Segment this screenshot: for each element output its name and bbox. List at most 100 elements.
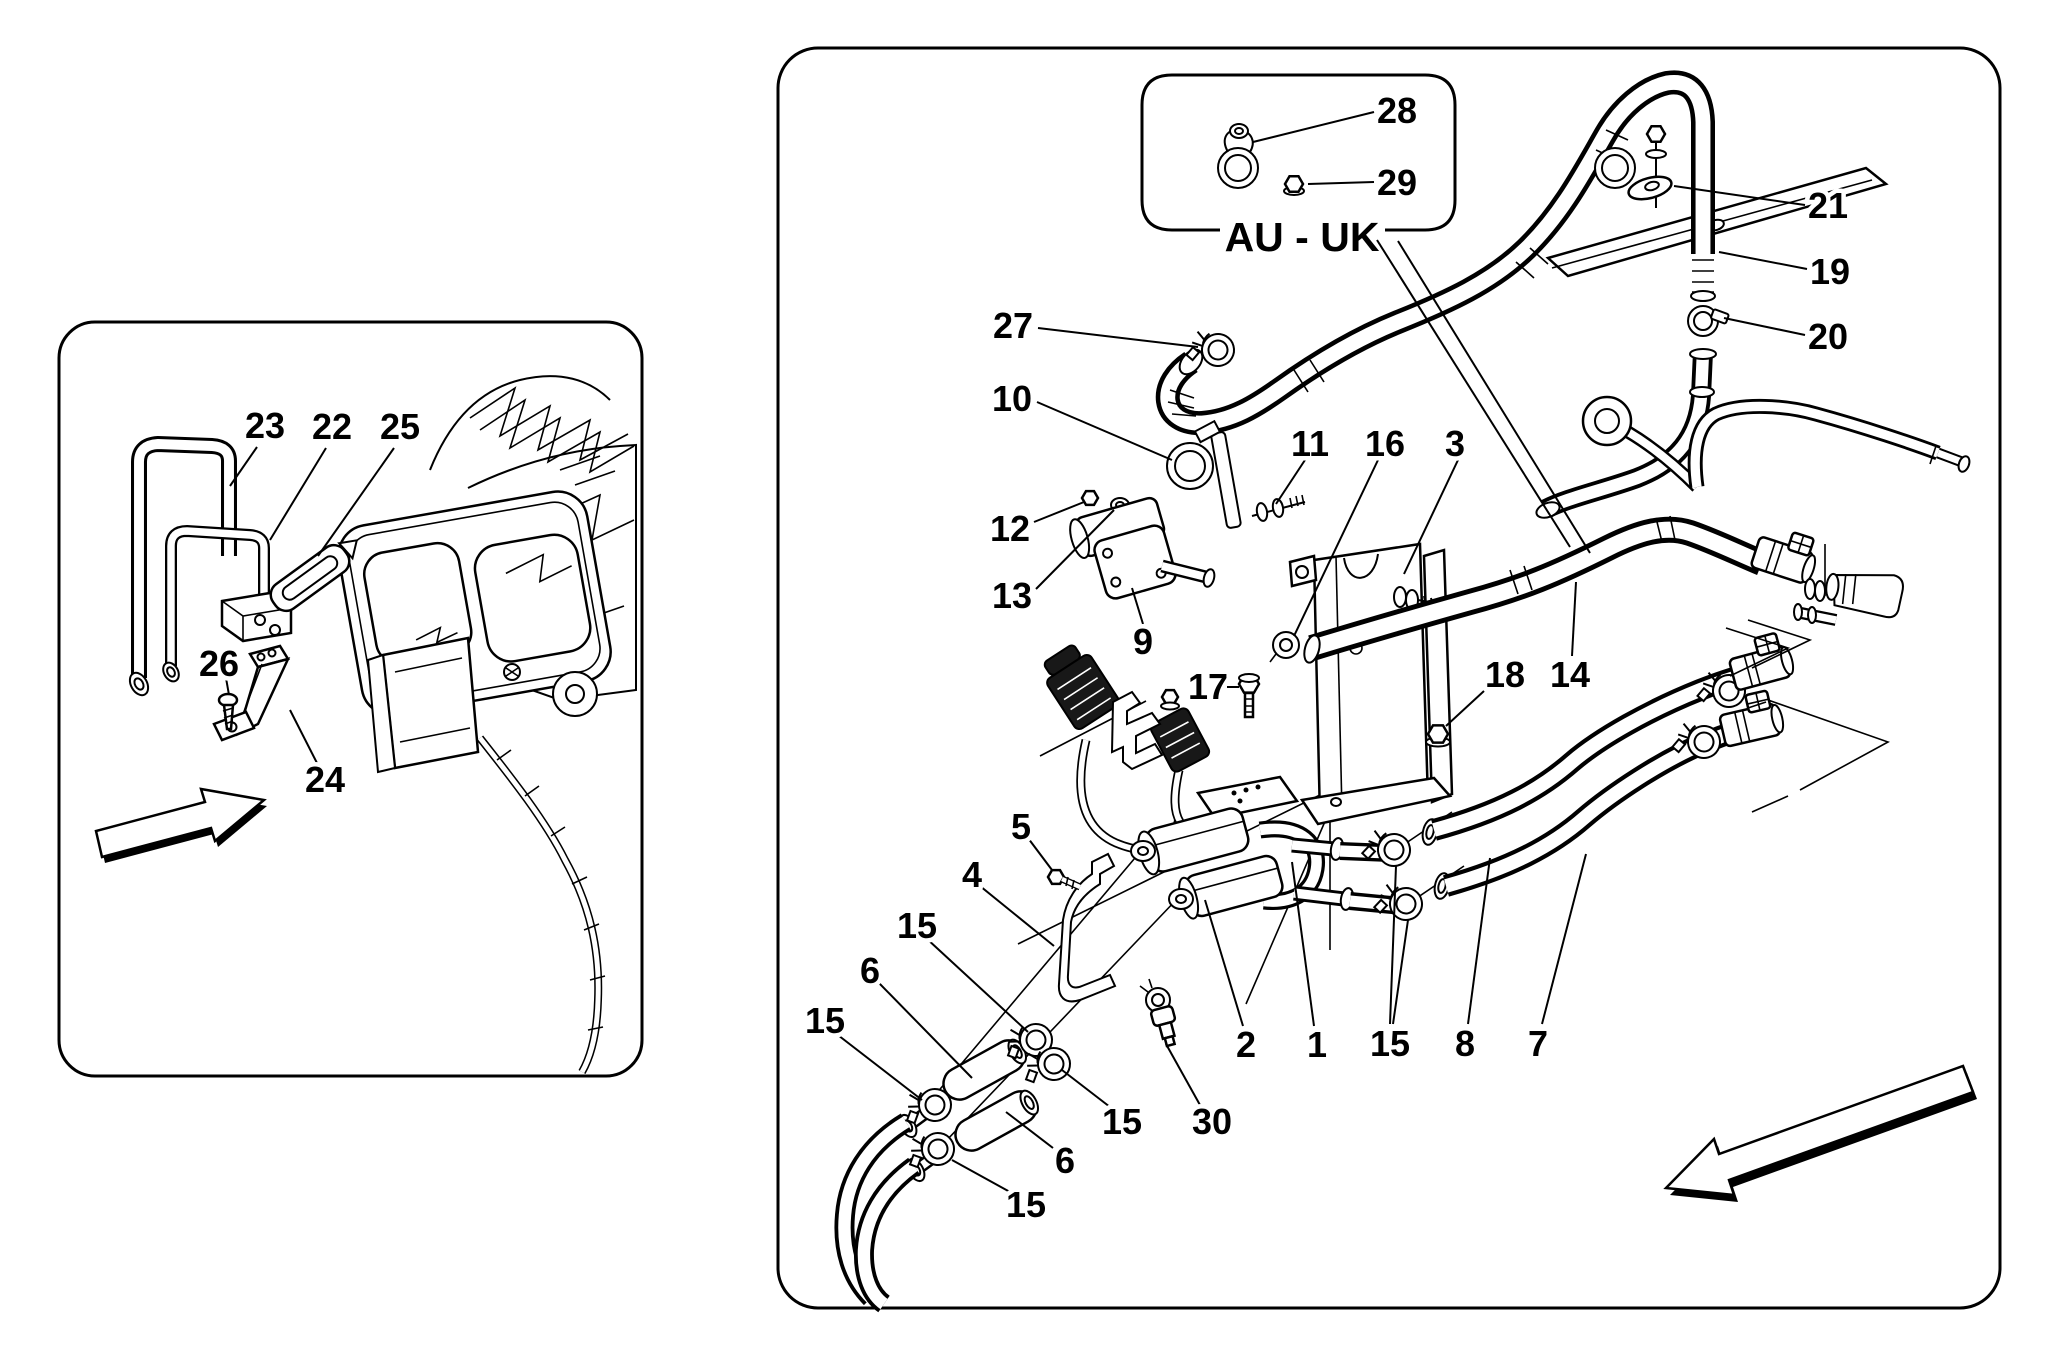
leader-line-15 xyxy=(833,1031,923,1101)
leader-line-15 xyxy=(951,1159,1011,1193)
callout-15: 15 xyxy=(805,1000,845,1041)
connector-a-icon xyxy=(1043,644,1120,731)
callout-24: 24 xyxy=(305,759,345,800)
callout-1: 1 xyxy=(1307,1024,1327,1065)
nut-29 xyxy=(1283,174,1305,196)
leader-line-14 xyxy=(1571,581,1577,657)
leader-line-15 xyxy=(1389,865,1397,1025)
leader-line-5 xyxy=(1027,837,1053,871)
callout-28: 28 xyxy=(1377,90,1417,131)
leader-line-27 xyxy=(1037,327,1199,348)
leader-line-9 xyxy=(1131,587,1144,625)
hvac-cable xyxy=(476,735,603,1074)
leader-line-7 xyxy=(1541,853,1587,1025)
drain-valve-30 xyxy=(1139,978,1177,1048)
inset-leader-line xyxy=(1376,239,1571,548)
connection-chevrons xyxy=(1725,619,1890,813)
right-panel-border xyxy=(776,46,2002,1310)
clamp-28 xyxy=(1217,123,1259,189)
spring-clamp-15 xyxy=(1357,823,1414,874)
leader-line-24 xyxy=(289,709,319,766)
leader-line-8 xyxy=(1467,857,1491,1025)
clamp-20 xyxy=(1687,305,1730,337)
callout-2: 2 xyxy=(1236,1024,1256,1065)
valve-9 xyxy=(1069,496,1216,600)
gasket-25 xyxy=(269,539,359,613)
callout-27: 27 xyxy=(993,305,1033,346)
left-direction-arrow-icon xyxy=(94,787,267,863)
leader-line-21 xyxy=(1673,185,1806,206)
callout-5: 5 xyxy=(1011,806,1031,847)
clamp-10 xyxy=(1166,419,1242,529)
callout-21: 21 xyxy=(1808,185,1848,226)
callout-15: 15 xyxy=(1102,1101,1142,1142)
leader-line-30 xyxy=(1165,1043,1201,1106)
screw-26 xyxy=(217,692,239,731)
leader-line-15 xyxy=(1061,1069,1111,1108)
callout-4: 4 xyxy=(962,854,982,895)
leader-line-25 xyxy=(317,447,395,557)
nut-12 xyxy=(1080,489,1100,507)
bolt-5 xyxy=(1046,868,1082,891)
spring-clamp-15 xyxy=(1369,877,1426,928)
leader-line-3 xyxy=(1403,459,1459,575)
callout-26: 26 xyxy=(199,643,239,684)
bolt-17 xyxy=(1237,673,1261,719)
clamp-21-hardware xyxy=(1627,124,1673,208)
inset-leader-line xyxy=(1397,240,1591,554)
leader-line-23 xyxy=(229,446,258,487)
callout-16: 16 xyxy=(1365,423,1405,464)
grommet-16 xyxy=(1269,631,1300,663)
leader-line-11 xyxy=(1275,459,1306,505)
leader-line-18 xyxy=(1445,690,1485,727)
callout-7: 7 xyxy=(1528,1023,1548,1064)
leader-line-13 xyxy=(1035,509,1115,590)
connector-b-icon xyxy=(1149,707,1211,773)
callout-3: 3 xyxy=(1445,423,1465,464)
leader-line-6 xyxy=(877,981,973,1079)
callout-18: 18 xyxy=(1485,654,1525,695)
pipe-coupler xyxy=(1822,567,1906,620)
callout-13: 13 xyxy=(992,575,1032,616)
callout-15: 15 xyxy=(1370,1023,1410,1064)
au-uk-inset-box: AU - UK xyxy=(1140,73,1457,266)
hose-14-connector xyxy=(1749,521,1824,587)
callout-15: 15 xyxy=(1006,1184,1046,1225)
callout-12: 12 xyxy=(990,508,1030,549)
leader-line-15 xyxy=(1392,919,1409,1025)
callout-30: 30 xyxy=(1192,1101,1232,1142)
leader-line-4 xyxy=(979,885,1055,947)
heater-pipes-group xyxy=(128,435,359,742)
callout-20: 20 xyxy=(1808,316,1848,357)
callout-17: 17 xyxy=(1188,666,1228,707)
callout-29: 29 xyxy=(1377,162,1417,203)
leader-line-20 xyxy=(1723,317,1806,336)
leader-line-2 xyxy=(1204,899,1244,1027)
wire-strap xyxy=(1110,690,1164,771)
left-panel-border xyxy=(57,320,644,1078)
leader-line-22 xyxy=(269,447,327,541)
leader-line-29 xyxy=(1307,181,1375,185)
bracket-3 xyxy=(1288,542,1454,826)
leader-line-10 xyxy=(1036,401,1173,461)
leader-line-19 xyxy=(1718,251,1808,270)
callout-11: 11 xyxy=(1291,423,1329,464)
callout-14: 14 xyxy=(1550,654,1590,695)
callout-6: 6 xyxy=(1055,1140,1075,1181)
leader-line-26 xyxy=(225,677,230,696)
callout-23: 23 xyxy=(245,405,285,446)
water-valve-assembly xyxy=(1130,775,1355,920)
callout-15: 15 xyxy=(897,905,937,946)
callout-9: 9 xyxy=(1133,621,1153,662)
leader-line-6 xyxy=(1005,1111,1054,1149)
leader-line-28 xyxy=(1252,111,1375,143)
callout-19: 19 xyxy=(1810,251,1850,292)
callout-25: 25 xyxy=(380,406,420,447)
leader-line-1 xyxy=(1291,861,1315,1027)
right-direction-arrow-icon xyxy=(1663,1064,1977,1202)
tube-6-lower xyxy=(954,1089,1040,1152)
callout-10: 10 xyxy=(992,378,1032,419)
